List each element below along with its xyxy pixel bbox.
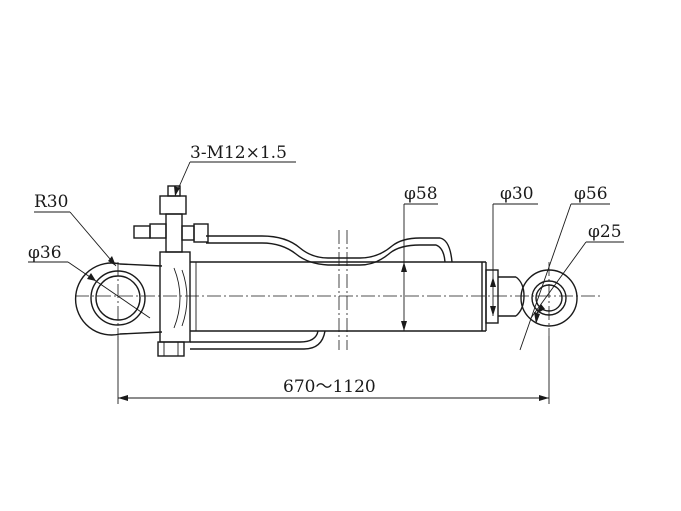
dimension-barrel-diameter bbox=[401, 203, 438, 331]
length-range-label: 670～1120 bbox=[283, 377, 376, 397]
dimension-eye-bore bbox=[530, 241, 624, 319]
hydraulic-tubes bbox=[190, 235, 453, 350]
cylinder-barrel bbox=[190, 261, 487, 332]
dimension-rod-diameter bbox=[490, 203, 538, 316]
dimension-overall-length bbox=[117, 336, 550, 404]
dimension-radius-left bbox=[34, 211, 117, 267]
cylinder-head bbox=[159, 251, 191, 343]
barrel-diameter-label: φ58 bbox=[404, 184, 438, 204]
valve-fittings bbox=[133, 185, 209, 357]
eye-outer-label: φ56 bbox=[574, 184, 608, 204]
dimension-thread-leader bbox=[174, 161, 296, 197]
radius-label: R30 bbox=[34, 192, 68, 212]
rod-diameter-label: φ30 bbox=[500, 184, 534, 204]
eye-bore-label: φ25 bbox=[588, 222, 622, 242]
dimension-eye-outer bbox=[519, 203, 610, 351]
left-eye bbox=[74, 262, 163, 336]
dimension-bore-left bbox=[28, 261, 151, 319]
piston-rod bbox=[485, 269, 525, 324]
thread-label: 3-M12×1.5 bbox=[190, 143, 287, 163]
right-eye bbox=[520, 262, 578, 336]
bore-left-label: φ36 bbox=[28, 243, 62, 263]
break-lines bbox=[338, 230, 348, 350]
